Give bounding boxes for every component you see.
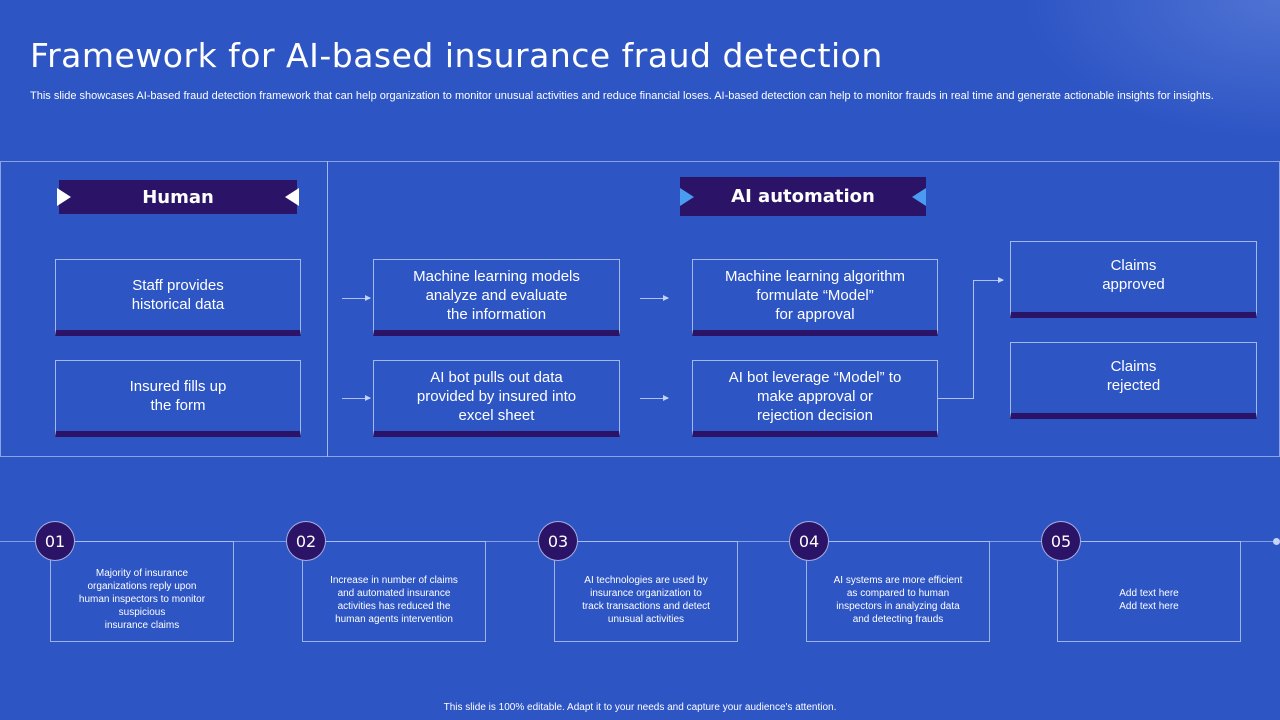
triangle-left-icon <box>680 187 694 206</box>
arrow-connector <box>973 277 1004 283</box>
triangle-right-icon <box>912 187 926 206</box>
triangle-left-icon <box>57 188 71 206</box>
step-badge-02: 02 <box>286 521 326 561</box>
box-ai-bot-leverage: AI bot leverage “Model” to make approval… <box>692 360 938 437</box>
step-badge-05: 05 <box>1041 521 1081 561</box>
elbow-connector-line <box>938 398 974 399</box>
step-card-03: AI technologies are used by insurance or… <box>554 541 738 642</box>
page-title: Framework for AI-based insurance fraud d… <box>30 36 883 75</box>
background-glow <box>1020 0 1280 140</box>
arrow-connector <box>640 295 669 301</box>
step-badge-01: 01 <box>35 521 75 561</box>
step-badge-04: 04 <box>789 521 829 561</box>
triangle-right-icon <box>285 188 299 206</box>
box-claims-rejected: Claims rejected <box>1010 342 1257 419</box>
arrow-connector <box>342 395 371 401</box>
box-claims-approved: Claims approved <box>1010 241 1257 318</box>
box-insured-fills-form: Insured fills up the form <box>55 360 301 437</box>
box-ml-algorithm: Machine learning algorithm formulate “Mo… <box>692 259 938 336</box>
step-badge-03: 03 <box>538 521 578 561</box>
box-ai-bot-pulls-data: AI bot pulls out data provided by insure… <box>373 360 620 437</box>
ai-automation-header: AI automation <box>680 177 926 216</box>
arrow-connector <box>640 395 669 401</box>
elbow-connector-line <box>973 280 974 399</box>
page-subtitle: This slide showcases AI-based fraud dete… <box>30 90 1214 102</box>
box-ml-models: Machine learning models analyze and eval… <box>373 259 620 336</box>
step-card-04: AI systems are more efficient as compare… <box>806 541 990 642</box>
arrow-connector <box>342 295 371 301</box>
footer-note: This slide is 100% editable. Adapt it to… <box>443 702 837 713</box>
timeline-end-dot <box>1273 538 1280 545</box>
box-staff-historical-data: Staff provides historical data <box>55 259 301 336</box>
human-header: Human <box>57 180 299 214</box>
ai-automation-header-label: AI automation <box>731 186 875 207</box>
step-card-02: Increase in number of claims and automat… <box>302 541 486 642</box>
step-card-05: Add text here Add text here <box>1057 541 1241 642</box>
human-header-label: Human <box>142 186 214 208</box>
step-card-01: Majority of insurance organizations repl… <box>50 541 234 642</box>
